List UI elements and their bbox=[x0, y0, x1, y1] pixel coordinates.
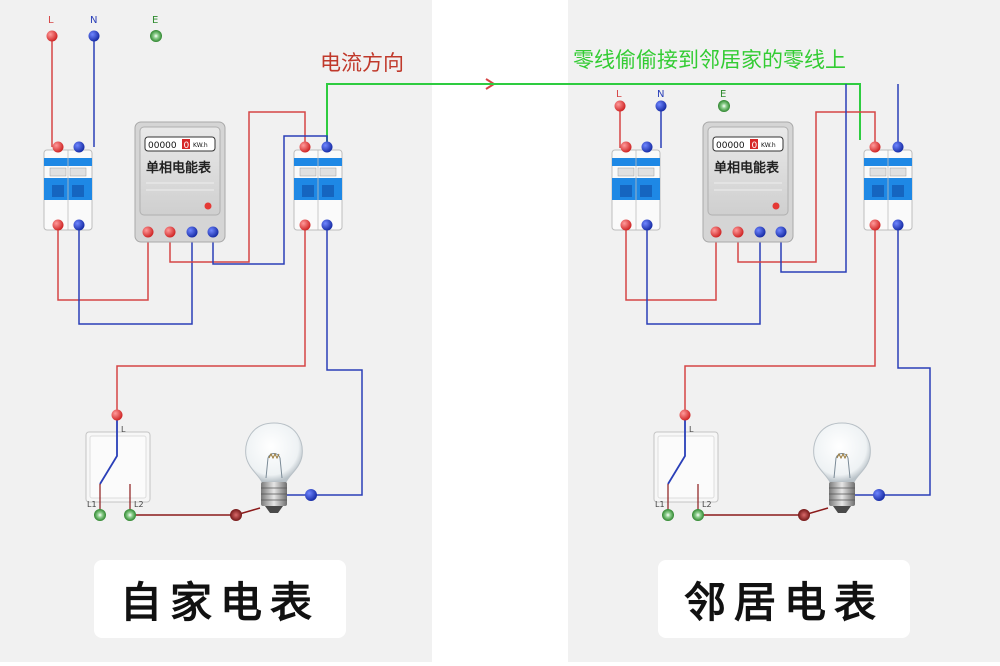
neutral-theft-label: 零线偷偷接到邻居家的零线上 bbox=[573, 48, 846, 72]
right-energy-meter: 00000 0 KW.h 单相电能表 bbox=[702, 121, 794, 243]
right-lamp-neutral-terminal bbox=[873, 489, 885, 501]
right-meter-t2 bbox=[732, 226, 744, 238]
left-meter-led bbox=[204, 202, 212, 210]
right-meter-t4 bbox=[775, 226, 787, 238]
current-direction-label: 电流方向 bbox=[320, 51, 404, 75]
left-breaker2-n-out bbox=[321, 219, 333, 231]
right-breaker-l-in bbox=[620, 141, 632, 153]
right-caption-box bbox=[658, 560, 910, 638]
right-load-breaker bbox=[863, 149, 913, 231]
left-panel: L N E 00000 0 KW.h 单相电 bbox=[43, 15, 363, 638]
left-main-breaker bbox=[43, 149, 93, 231]
right-switch-l-label: L bbox=[689, 425, 694, 434]
right-breaker-l-out bbox=[620, 219, 632, 231]
right-meter-out-n bbox=[780, 84, 847, 273]
left-meter-out-n bbox=[212, 135, 328, 265]
right-meter-out-l bbox=[737, 111, 876, 263]
left-meter-t4 bbox=[207, 226, 219, 238]
left-energy-meter: 00000 0 KW.h 单相电能表 bbox=[134, 121, 226, 243]
right-panel-background bbox=[568, 0, 1000, 662]
right-breaker2-l-out bbox=[869, 219, 881, 231]
left-switch-l2-label: L2 bbox=[134, 500, 144, 509]
right-light-bulb-icon bbox=[813, 422, 871, 513]
left-meter-t1 bbox=[142, 226, 154, 238]
right-caption: 邻居电表 bbox=[684, 578, 884, 627]
left-l-terminal bbox=[46, 30, 58, 42]
left-meter-out-l bbox=[169, 111, 306, 263]
right-breaker2-n-out bbox=[892, 219, 904, 231]
right-meter-label: 单相电能表 bbox=[714, 160, 780, 176]
left-n-label: N bbox=[90, 15, 97, 26]
right-n-label: N bbox=[657, 89, 664, 100]
right-breaker2-n-in bbox=[892, 141, 904, 153]
left-breaker-n-out bbox=[73, 219, 85, 231]
right-meter-red-digit: 0 bbox=[752, 141, 758, 151]
left-meter-unit: KW.h bbox=[193, 142, 208, 149]
left-switch-l2-terminal bbox=[124, 509, 136, 521]
right-meter-t3 bbox=[754, 226, 766, 238]
left-breaker-to-meter-n bbox=[78, 225, 193, 325]
right-switch-l-terminal bbox=[679, 409, 691, 421]
left-meter-t3 bbox=[186, 226, 198, 238]
right-switch-l2-terminal bbox=[692, 509, 704, 521]
left-to-switch-wire bbox=[116, 225, 306, 413]
right-switch-l2-label: L2 bbox=[702, 500, 712, 509]
left-switch-l-label: L bbox=[121, 425, 126, 434]
right-breaker-to-meter-l bbox=[625, 225, 717, 301]
right-switch-l1-terminal bbox=[662, 509, 674, 521]
left-caption: 自家电表 bbox=[120, 578, 320, 627]
left-breaker2-l-in bbox=[299, 141, 311, 153]
right-switch-l1-label: L1 bbox=[655, 500, 665, 509]
right-breaker-n-out bbox=[641, 219, 653, 231]
left-wall-switch bbox=[85, 418, 151, 510]
left-switch-l1-label: L1 bbox=[87, 500, 97, 509]
left-lamp-neutral-terminal bbox=[305, 489, 317, 501]
left-meter-digits: 00000 bbox=[148, 141, 177, 151]
right-l-label: L bbox=[616, 89, 622, 100]
left-breaker-l-in bbox=[52, 141, 64, 153]
left-n-terminal bbox=[88, 30, 100, 42]
left-breaker2-n-in bbox=[321, 141, 333, 153]
right-breaker-n-in bbox=[641, 141, 653, 153]
left-meter-red-digit: 0 bbox=[184, 141, 190, 151]
left-e-label: E bbox=[152, 15, 158, 26]
left-meter-label: 单相电能表 bbox=[146, 160, 212, 176]
right-n-terminal bbox=[655, 100, 667, 112]
right-breaker-to-meter-n bbox=[646, 225, 761, 325]
left-caption-box bbox=[94, 560, 346, 638]
left-l-label: L bbox=[48, 15, 54, 26]
right-e-terminal bbox=[718, 100, 730, 112]
left-e-terminal bbox=[150, 30, 162, 42]
left-light-bulb-icon bbox=[245, 422, 303, 513]
left-switch-blade bbox=[99, 418, 118, 485]
right-switch-blade bbox=[667, 418, 686, 485]
right-wall-switch bbox=[653, 418, 719, 510]
left-breaker2-l-out bbox=[299, 219, 311, 231]
right-l-terminal bbox=[614, 100, 626, 112]
left-load-breaker bbox=[293, 149, 343, 231]
right-breaker2-l-in bbox=[869, 141, 881, 153]
right-lamp-terminal bbox=[798, 509, 810, 521]
right-meter-led bbox=[772, 202, 780, 210]
center-gap bbox=[432, 0, 568, 662]
left-breaker-l-out bbox=[52, 219, 64, 231]
right-panel: L N E 00000 0 KW.h 单相电能表 bbox=[611, 84, 931, 638]
left-panel-background bbox=[0, 0, 432, 662]
right-meter-digits: 00000 bbox=[716, 141, 745, 151]
right-main-breaker bbox=[611, 149, 661, 231]
left-breaker-n-in bbox=[73, 141, 85, 153]
left-meter-t2 bbox=[164, 226, 176, 238]
left-switch-l1-terminal bbox=[94, 509, 106, 521]
left-breaker-to-meter-l bbox=[57, 225, 149, 301]
right-meter-unit: KW.h bbox=[761, 142, 776, 149]
right-meter-t1 bbox=[710, 226, 722, 238]
left-lamp-terminal bbox=[230, 509, 242, 521]
right-to-switch-wire bbox=[684, 225, 876, 413]
left-switch-l-terminal bbox=[111, 409, 123, 421]
right-e-label: E bbox=[720, 89, 726, 100]
